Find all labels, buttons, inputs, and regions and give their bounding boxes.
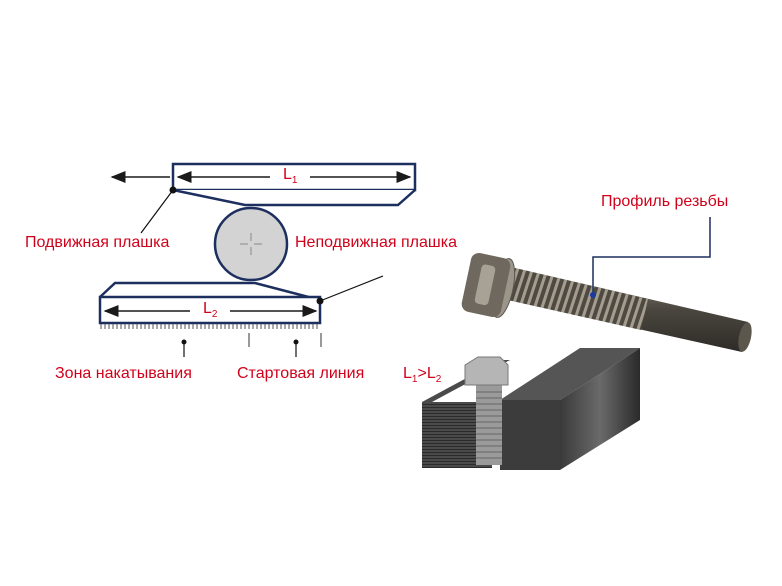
- l2-letter: L: [203, 300, 212, 317]
- relation-l1: L: [403, 365, 412, 382]
- length-relation-label: L1>L2: [403, 365, 441, 385]
- fixed-die-leader: [319, 275, 384, 302]
- relation-l2: L: [426, 365, 436, 382]
- rolled-bolt-image: [461, 252, 752, 352]
- rolling-zone-pointer: [181, 339, 187, 357]
- l1-subscript: 1: [291, 175, 298, 186]
- thread-profile-point: [590, 292, 596, 298]
- relation-l1-sub: 1: [411, 374, 418, 385]
- rolling-zone-label: Зона накатывания: [55, 365, 192, 382]
- relation-l2-sub: 2: [435, 374, 442, 385]
- thread-profile-leader: [592, 217, 711, 293]
- l2-subscript: 2: [211, 309, 218, 320]
- fixed-die-label: Неподвижная плашка: [295, 234, 457, 251]
- l2-label: L2: [203, 300, 217, 320]
- moving-die-label: Подвижная плашка: [25, 234, 170, 251]
- center-mark-icon: [240, 233, 262, 255]
- start-line-pointer: [293, 339, 299, 357]
- relation-operator: >: [417, 365, 427, 382]
- l1-letter: L: [283, 166, 292, 183]
- start-line-label: Стартовая линия: [237, 365, 365, 382]
- blank-workpiece: [213, 206, 289, 282]
- die-hatching: [100, 324, 320, 329]
- moving-die-leader: [140, 189, 174, 234]
- rolling-dies-image: [422, 348, 640, 470]
- l1-label: L1: [283, 166, 297, 186]
- fixed-die: [98, 281, 322, 325]
- thread-profile-label: Профиль резьбы: [601, 193, 729, 210]
